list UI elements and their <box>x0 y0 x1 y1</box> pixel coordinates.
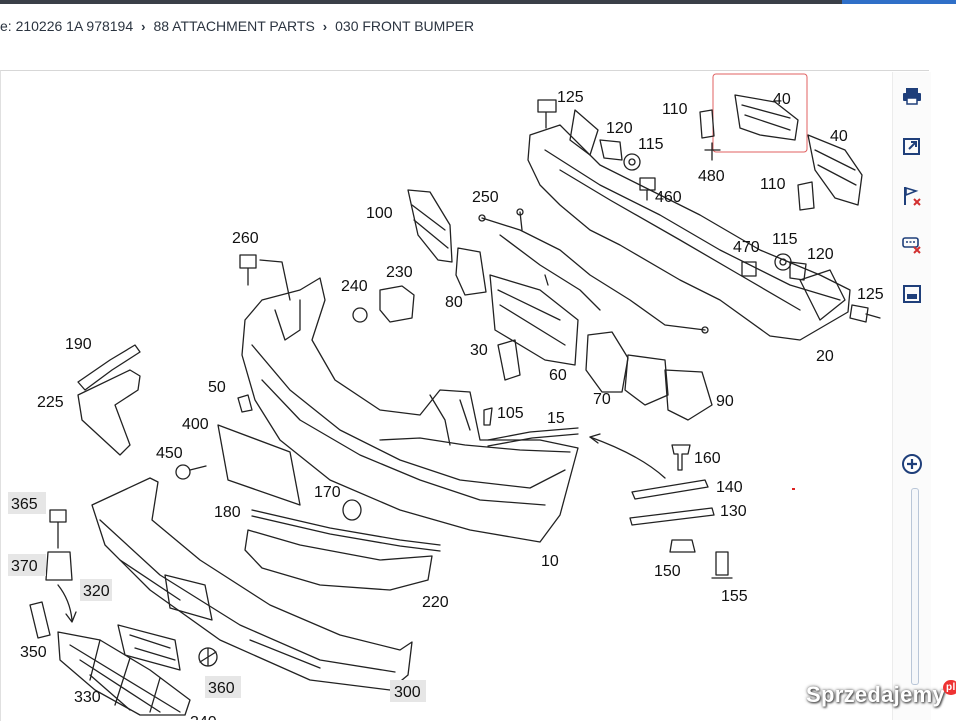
part-label-155[interactable]: 155 <box>721 588 748 605</box>
breadcrumb: e: 210226 1A 978194 › 88 ATTACHMENT PART… <box>0 15 474 37</box>
part-label-190[interactable]: 190 <box>65 336 92 353</box>
part-label-350[interactable]: 350 <box>20 644 47 661</box>
part-label-460[interactable]: 460 <box>655 189 682 206</box>
part-label-125a[interactable]: 125 <box>557 89 584 106</box>
window-button[interactable] <box>898 280 926 308</box>
comment-x-icon <box>902 237 921 254</box>
zoom-in-icon <box>902 454 922 474</box>
side-bracket-100 <box>407 189 453 263</box>
part-label-120a[interactable]: 120 <box>606 120 633 137</box>
breadcrumb-vehicle[interactable]: e: 210226 1A 978194 <box>0 18 134 34</box>
wiring-harness-250 <box>481 217 706 331</box>
part-label-220[interactable]: 220 <box>422 594 449 611</box>
part-label-30[interactable]: 30 <box>470 342 488 359</box>
chevron-right-icon: › <box>141 18 146 34</box>
window-icon <box>903 285 921 303</box>
part-label-180[interactable]: 180 <box>214 504 241 521</box>
part-label-60[interactable]: 60 <box>549 367 567 384</box>
part-label-100[interactable]: 100 <box>366 205 393 222</box>
part-label-360[interactable]: 360 <box>208 680 235 697</box>
comment-remove-button[interactable] <box>898 230 926 258</box>
watermark: Sprzedajemypl <box>806 680 956 708</box>
external-link-icon <box>903 138 920 155</box>
print-button[interactable] <box>898 82 926 110</box>
highlight-box-40 <box>712 73 808 153</box>
part-label-125b[interactable]: 125 <box>857 286 884 303</box>
part-label-320[interactable]: 320 <box>83 583 110 600</box>
top-bar <box>0 0 956 4</box>
license-plate-holder-400 <box>217 424 301 506</box>
flag-x-icon <box>904 186 921 206</box>
part-label-40a[interactable]: 40 <box>773 91 791 108</box>
bracket-40b <box>807 134 863 206</box>
part-label-115b[interactable]: 115 <box>772 231 798 248</box>
bumper-cover-10 <box>241 277 579 543</box>
breadcrumb-subgroup[interactable]: 030 FRONT BUMPER <box>335 18 475 34</box>
part-label-230[interactable]: 230 <box>386 264 413 281</box>
bracket-40a <box>734 94 799 141</box>
part-label-130[interactable]: 130 <box>720 503 747 520</box>
lower-grille-330 <box>57 631 191 716</box>
parts-diagram[interactable]: 125 40 110 120 115 40 480 460 110 250 10… <box>0 70 890 720</box>
part-label-150[interactable]: 150 <box>654 563 681 580</box>
part-label-400[interactable]: 400 <box>182 416 209 433</box>
part-label-260[interactable]: 260 <box>232 230 259 247</box>
part-label-450[interactable]: 450 <box>156 445 183 462</box>
part-label-365[interactable]: 365 <box>11 496 38 513</box>
part-label-80[interactable]: 80 <box>445 294 463 311</box>
part-label-110b[interactable]: 110 <box>760 176 786 193</box>
part-label-370[interactable]: 370 <box>11 558 38 575</box>
part-label-225[interactable]: 225 <box>37 394 64 411</box>
chevron-right-icon: › <box>322 18 328 34</box>
watermark-text: Sprzedajemy <box>806 682 946 707</box>
part-label-480[interactable]: 480 <box>698 168 725 185</box>
printer-icon <box>903 88 921 105</box>
part-label-10[interactable]: 10 <box>541 553 559 570</box>
watermark-suffix: pl <box>943 680 956 695</box>
lower-bumper-300 <box>91 477 413 691</box>
part-label-90[interactable]: 90 <box>716 393 734 410</box>
zoom-slider[interactable] <box>911 488 919 685</box>
part-label-115a[interactable]: 115 <box>638 136 664 153</box>
part-label-50[interactable]: 50 <box>208 379 226 396</box>
part-label-105[interactable]: 105 <box>497 405 524 422</box>
top-bar-accent <box>842 0 956 4</box>
part-label-120b[interactable]: 120 <box>807 246 834 263</box>
part-label-140[interactable]: 140 <box>716 479 743 496</box>
part-label-20[interactable]: 20 <box>816 348 834 365</box>
part-label-300[interactable]: 300 <box>394 684 421 701</box>
part-label-170[interactable]: 170 <box>314 484 341 501</box>
part-label-160[interactable]: 160 <box>694 450 721 467</box>
fog-lamp-60 <box>489 274 579 366</box>
flag-remove-button[interactable] <box>898 182 926 210</box>
part-label-330[interactable]: 330 <box>74 689 101 706</box>
open-external-button[interactable] <box>898 132 926 160</box>
part-label-40b[interactable]: 40 <box>830 128 848 145</box>
cursor-marker <box>792 488 795 490</box>
zoom-in-button[interactable] <box>900 452 924 476</box>
part-label-250[interactable]: 250 <box>472 189 499 206</box>
part-label-240[interactable]: 240 <box>341 278 368 295</box>
lower-trim-220 <box>244 529 433 591</box>
part-label-340[interactable]: 340 <box>190 714 217 720</box>
part-label-70[interactable]: 70 <box>593 391 611 408</box>
diagram-viewer[interactable] <box>0 70 929 721</box>
part-label-15[interactable]: 15 <box>547 410 565 427</box>
breadcrumb-group[interactable]: 88 ATTACHMENT PARTS <box>153 18 315 34</box>
part-label-470[interactable]: 470 <box>733 239 760 256</box>
part-label-110a[interactable]: 110 <box>662 101 688 118</box>
